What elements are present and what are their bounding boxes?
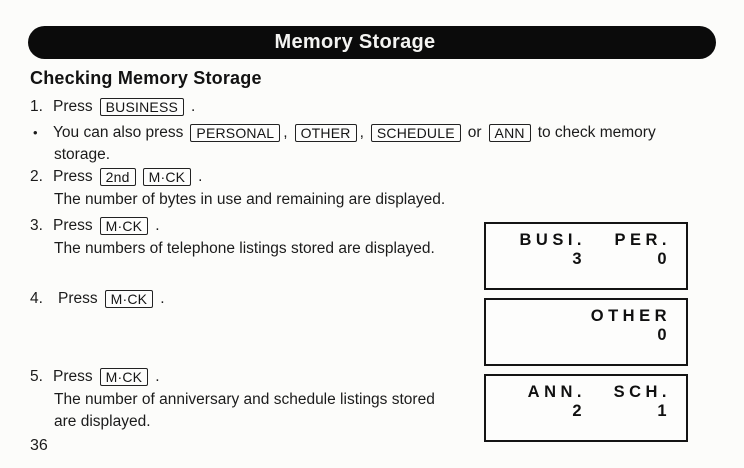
- step-text: Press: [58, 289, 98, 307]
- step-line-3: 3. Press M·CK .: [30, 216, 160, 235]
- period-text: .: [155, 367, 160, 385]
- step-text: Press: [53, 167, 93, 185]
- note-text: to check memory: [537, 123, 656, 141]
- subsection-heading: Checking Memory Storage: [30, 68, 262, 88]
- step-number: 3.: [30, 216, 43, 234]
- step-text: Press: [53, 216, 93, 234]
- lcd-label-ann: ANN.: [527, 383, 586, 401]
- lcd-display-busi-per: BUSI. PER. 3 0: [484, 222, 688, 290]
- lcd-value-sch: 1: [657, 402, 671, 420]
- bullet-icon: •: [33, 125, 38, 140]
- comma-text: ,: [359, 123, 364, 141]
- note-text: storage.: [54, 145, 111, 163]
- lcd-value-busi: 3: [572, 250, 586, 268]
- section-banner: Memory Storage: [28, 26, 716, 59]
- step-number: 1.: [30, 97, 43, 115]
- step-5-description-line-1: The number of anniversary and schedule l…: [54, 390, 435, 409]
- lcd-value-per: 0: [657, 250, 671, 268]
- lcd-label-per: PER.: [614, 231, 671, 249]
- other-key: OTHER: [294, 123, 357, 142]
- step-2-description: The number of bytes in use and remaining…: [54, 190, 445, 209]
- step-number: 5.: [30, 367, 43, 385]
- period-text: .: [155, 216, 160, 234]
- step-number: 4.: [30, 289, 43, 307]
- lcd-value-other: 0: [657, 326, 671, 344]
- ann-key: ANN: [488, 123, 531, 142]
- step-text: Press: [53, 367, 93, 385]
- step-number: 2.: [30, 167, 43, 185]
- step-line-5: 5. Press M·CK .: [30, 367, 160, 386]
- mck-key: M·CK: [142, 167, 192, 186]
- step-line-1: 1. Press BUSINESS .: [30, 97, 195, 116]
- step-line-4: 4. Press M·CK .: [30, 289, 165, 308]
- period-text: .: [198, 167, 203, 185]
- description-text: The numbers of telephone listings stored…: [54, 239, 435, 257]
- step-5-description-line-2: are displayed.: [54, 412, 151, 431]
- lcd-label-busi: BUSI.: [519, 231, 586, 249]
- lcd-display-other: OTHER 0: [484, 298, 688, 366]
- business-key: BUSINESS: [99, 97, 185, 116]
- step-text: Press: [53, 97, 93, 115]
- period-text: .: [191, 97, 196, 115]
- note-line-2: storage.: [54, 145, 110, 164]
- description-text: The number of bytes in use and remaining…: [54, 190, 446, 208]
- schedule-key: SCHEDULE: [370, 123, 461, 142]
- mck-key: M·CK: [99, 367, 149, 386]
- page-number: 36: [30, 437, 48, 454]
- lcd-value-ann: 2: [572, 402, 586, 420]
- section-title: Memory Storage: [274, 31, 436, 53]
- personal-key: PERSONAL: [190, 123, 281, 142]
- lcd-display-ann-sch: ANN. SCH. 2 1: [484, 374, 688, 442]
- note-text: You can also press: [53, 123, 184, 141]
- mck-key: M·CK: [104, 289, 154, 308]
- note-line-1: • You can also press PERSONAL , OTHER , …: [30, 123, 656, 142]
- step-3-description: The numbers of telephone listings stored…: [54, 239, 435, 258]
- lcd-label-other: OTHER: [590, 307, 671, 325]
- 2nd-key: 2nd: [99, 167, 136, 186]
- lcd-label-sch: SCH.: [613, 383, 671, 401]
- step-line-2: 2. Press 2nd M·CK .: [30, 167, 202, 186]
- period-text: .: [160, 289, 165, 307]
- mck-key: M·CK: [99, 216, 149, 235]
- or-text: or: [467, 123, 482, 141]
- comma-text: ,: [283, 123, 288, 141]
- description-text: The number of anniversary and schedule l…: [54, 390, 435, 408]
- description-text: are displayed.: [54, 412, 151, 430]
